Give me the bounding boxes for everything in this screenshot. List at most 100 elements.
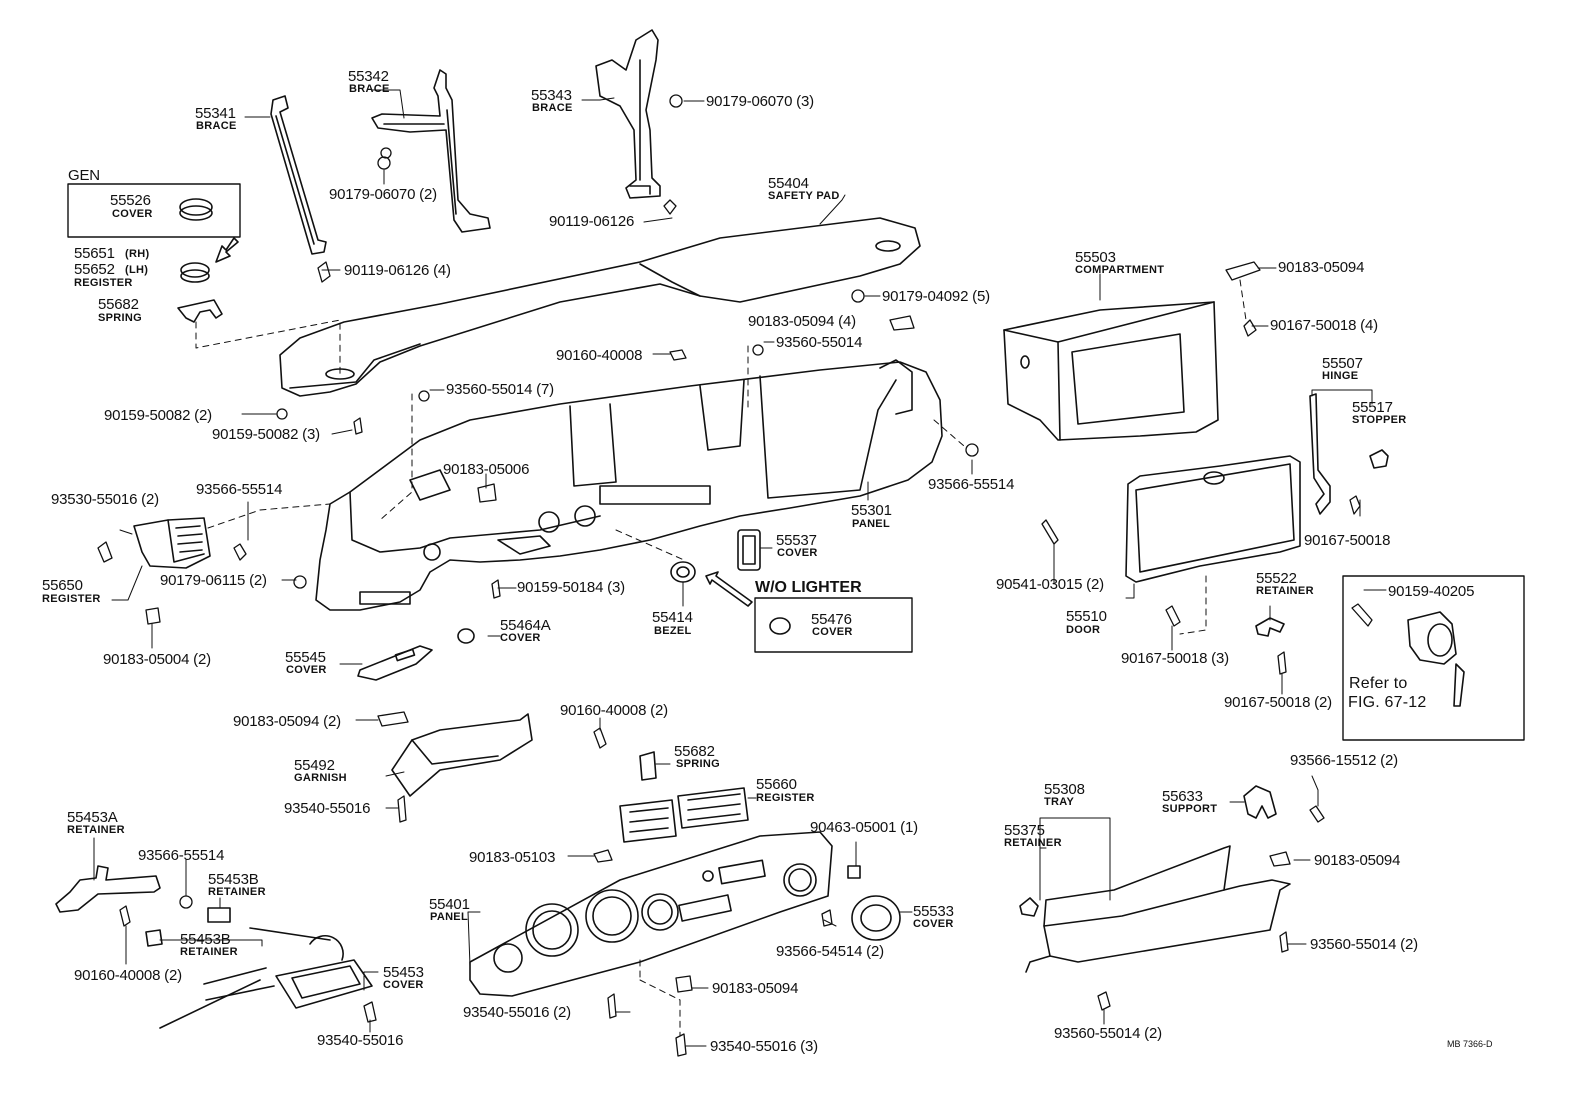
callout-55522-number: 55522 xyxy=(1256,570,1297,587)
callout-55375-name: RETAINER xyxy=(1004,837,1062,849)
tray-drawing xyxy=(1025,845,1291,973)
callout-55682-name: SPRING xyxy=(98,312,142,324)
callout-55510-name: DOOR xyxy=(1066,624,1101,636)
clip-90463-drawing xyxy=(847,865,861,879)
callout-55414-name: BEZEL xyxy=(654,625,692,637)
callout-55503-name: COMPARTMENT xyxy=(1075,264,1165,276)
fastener-93540-55016-c: 93540-55016 (2) xyxy=(463,1004,571,1021)
fastener-90183-05094-e: 90183-05094 xyxy=(1314,852,1401,869)
callout-55301-name: PANEL xyxy=(852,518,890,530)
retainer-55453b-drawing xyxy=(207,907,231,923)
brace-55343-drawing xyxy=(595,29,661,199)
callout-55651-number: 55651 xyxy=(74,245,115,262)
callout-55464a-number: 55464A xyxy=(500,617,551,634)
callout-55453-number: 55453 xyxy=(383,964,424,981)
fastener-93560-55014-a: 93560-55014 xyxy=(776,334,863,351)
wo-lighter-box xyxy=(754,597,913,653)
register-55651-drawing xyxy=(180,262,210,278)
callout-55341-number: 55341 xyxy=(195,105,236,122)
callout-55652-number: 55652 xyxy=(74,261,115,278)
cover-55464a-drawing xyxy=(457,628,475,644)
callout-55453a-number: 55453A xyxy=(67,809,118,826)
callout-55533-name: COVER xyxy=(913,918,954,930)
callout-55492-number: 55492 xyxy=(294,757,335,774)
fastener-90159-50184: 90159-50184 (3) xyxy=(517,579,625,596)
fastener-90119-06126-b: 90119-06126 (4) xyxy=(344,262,451,279)
main-panel-drawing xyxy=(315,359,943,611)
callout-55453b-name: RETAINER xyxy=(208,886,266,898)
lighter-arrow-drawing xyxy=(705,571,753,607)
fastener-93540-55016-a: 93540-55016 xyxy=(284,800,371,817)
cover-55545-drawing xyxy=(357,645,433,681)
callout-55308-name: TRAY xyxy=(1044,796,1075,808)
callout-55522-name: RETAINER xyxy=(1256,585,1314,597)
callout-55476-number: 55476 xyxy=(811,611,852,628)
callout-55375-number: 55375 xyxy=(1004,822,1045,839)
gen-label: GEN xyxy=(68,167,100,184)
fastener-90183-05006: 90183-05006 xyxy=(443,461,530,478)
callout-55537-name: COVER xyxy=(777,547,818,559)
fastener-90183-05094-d: 90183-05094 xyxy=(712,980,799,997)
callout-55517-number: 55517 xyxy=(1352,399,1393,416)
callout-55464a-name: COVER xyxy=(500,632,541,644)
dashed-lines xyxy=(195,279,1247,1037)
callout-55660-name: REGISTER xyxy=(756,792,815,804)
callout-55682-lower-name: SPRING xyxy=(676,758,720,770)
callout-5565x-name: REGISTER xyxy=(74,277,133,289)
callout-55492-name: GARNISH xyxy=(294,772,347,784)
fastener-90179-06070-a: 90179-06070 (3) xyxy=(706,93,814,110)
callout-55517-name: STOPPER xyxy=(1352,414,1407,426)
cover-55453-drawing xyxy=(275,959,373,1009)
fastener-93560-55014-d: 93560-55014 (2) xyxy=(1054,1025,1162,1042)
fastener-90160-40008-a: 90160-40008 xyxy=(556,347,643,364)
fastener-93560-55014-b: 93560-55014 (7) xyxy=(446,381,554,398)
fastener-90167-50018-c: 90167-50018 (3) xyxy=(1121,650,1229,667)
register-55650-drawing xyxy=(133,517,211,569)
callout-55476-name: COVER xyxy=(812,626,853,638)
callout-55453a-name: RETAINER xyxy=(67,824,125,836)
fastener-90179-06115: 90179-06115 (2) xyxy=(160,572,267,589)
callout-55651-side: (RH) xyxy=(125,248,150,260)
fastener-90160-40008-c: 90160-40008 (2) xyxy=(74,967,182,984)
fastener-90183-05094-a: 90183-05094 xyxy=(1278,259,1365,276)
callout-55343-name: BRACE xyxy=(532,102,573,114)
fastener-90463-05001: 90463-05001 (1) xyxy=(810,819,918,836)
callout-55404-name: SAFETY PAD xyxy=(768,190,840,202)
cover-55533-drawing xyxy=(851,895,901,941)
gen-cover-drawing xyxy=(179,198,213,216)
callout-55507-name: HINGE xyxy=(1322,370,1359,382)
callout-55301-number: 55301 xyxy=(851,502,892,519)
fastener-90179-06070-b: 90179-06070 (2) xyxy=(329,186,437,203)
retainer-55522-drawing xyxy=(1255,617,1285,637)
callout-55507-number: 55507 xyxy=(1322,355,1363,372)
callout-55537-number: 55537 xyxy=(776,532,817,549)
callout-55682-lower-number: 55682 xyxy=(674,743,715,760)
callout-55453b-2-name: RETAINER xyxy=(180,946,238,958)
fastener-90183-05094-b: 90183-05094 (4) xyxy=(748,313,856,330)
fastener-90167-50018-b: 90167-50018 xyxy=(1304,532,1391,549)
lock-cylinder-drawing xyxy=(1407,611,1465,707)
callout-55401-number: 55401 xyxy=(429,896,470,913)
fastener-glyphs xyxy=(97,94,1373,1057)
support-55633-drawing xyxy=(1243,785,1277,819)
fastener-90179-04092: 90179-04092 (5) xyxy=(882,288,990,305)
callout-55453b-2-number: 55453B xyxy=(180,931,231,948)
retainer-55453a-drawing xyxy=(55,865,161,913)
callout-55342-number: 55342 xyxy=(348,68,389,85)
callout-55545-number: 55545 xyxy=(285,649,326,666)
callout-55545-name: COVER xyxy=(286,664,327,676)
fastener-93540-55016-b: 93540-55016 xyxy=(317,1032,404,1049)
fastener-90183-05004: 90183-05004 (2) xyxy=(103,651,211,668)
callout-55510-number: 55510 xyxy=(1066,608,1107,625)
fastener-93540-55016-d: 93540-55016 (3) xyxy=(710,1038,818,1055)
bezel-drawing xyxy=(670,561,696,583)
fastener-90541-03015: 90541-03015 (2) xyxy=(996,576,1104,593)
callout-55404-number: 55404 xyxy=(768,175,809,192)
callout-55401-name: PANEL xyxy=(430,911,468,923)
spring-55682-drawing xyxy=(177,299,223,323)
leader-lines xyxy=(93,89,1387,1047)
callout-55633-name: SUPPORT xyxy=(1162,803,1218,815)
safety-pad-drawing xyxy=(279,217,921,397)
